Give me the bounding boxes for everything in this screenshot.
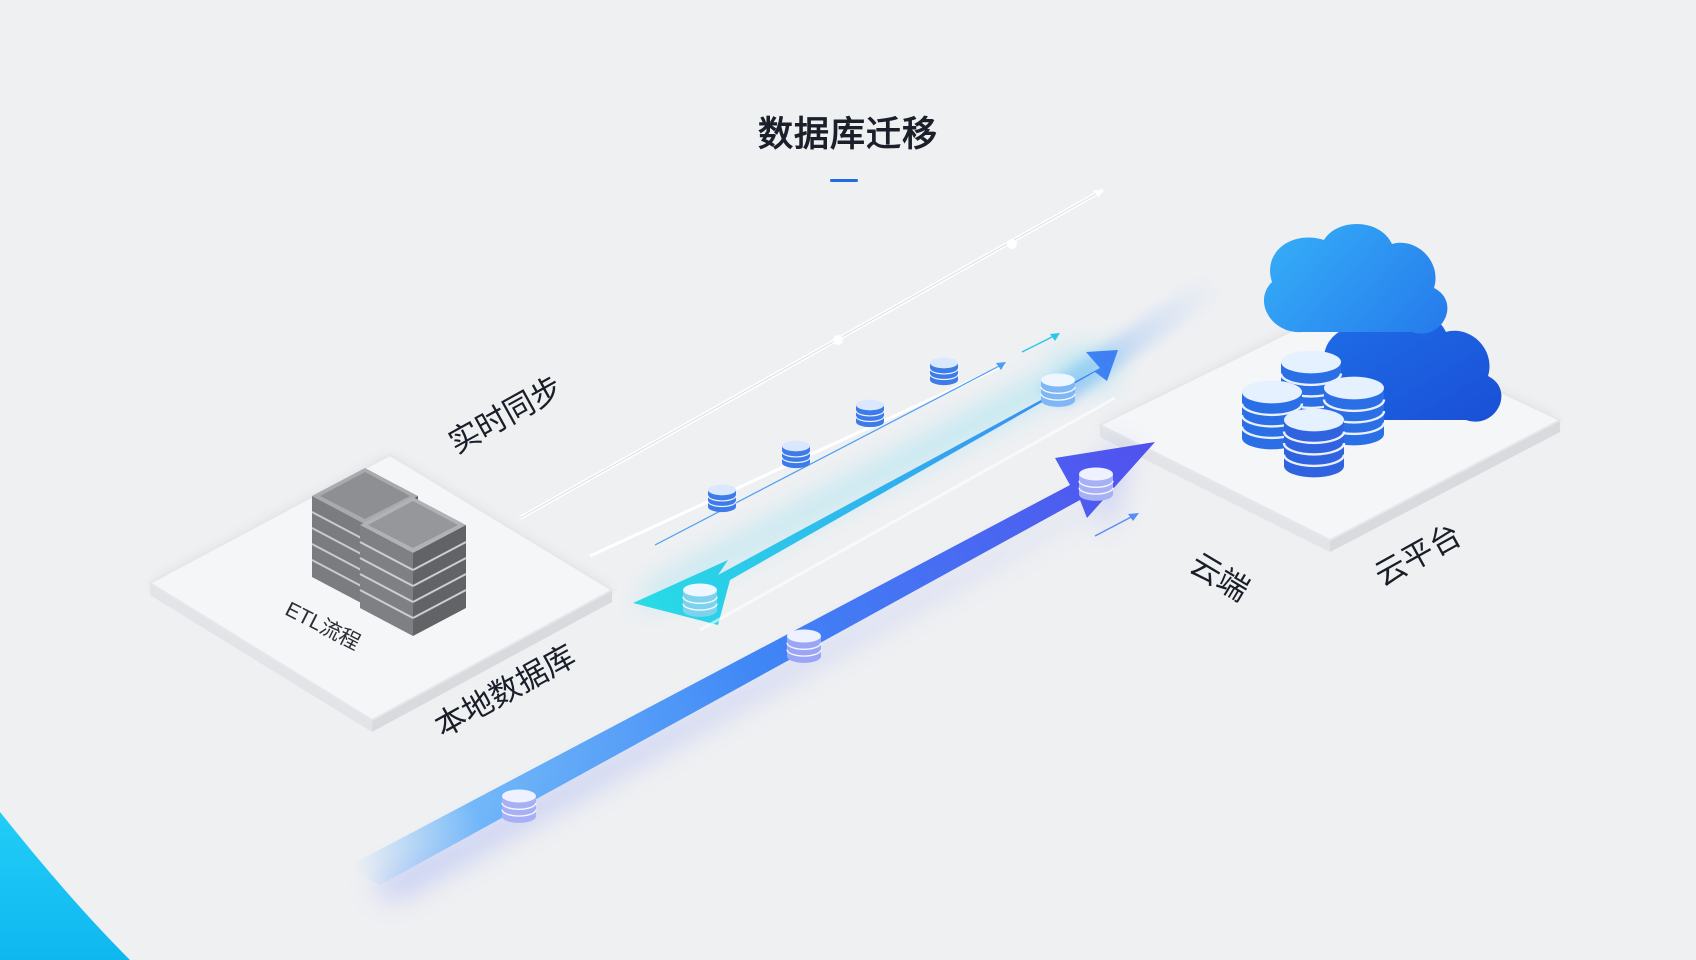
database-icon [929, 357, 959, 386]
database-icon [682, 583, 718, 617]
database-icon [1282, 408, 1346, 478]
title-underline [830, 179, 858, 182]
database-icon [781, 440, 811, 469]
data-tokens [501, 357, 1114, 823]
migration-arrow-to-cloud [345, 440, 1155, 900]
database-icon [786, 629, 822, 663]
database-icon [501, 789, 537, 823]
page-title: 数据库迁移 [757, 115, 938, 154]
database-icon [855, 399, 885, 428]
database-icon [1078, 467, 1114, 501]
sync-arrow-to-local [633, 350, 1120, 632]
database-icon [1322, 376, 1386, 446]
database-icon [707, 484, 737, 513]
database-icon [1040, 373, 1076, 407]
cloud-database-cluster [1240, 350, 1386, 478]
corner-decoration [0, 812, 130, 960]
server-rack-icon [311, 468, 467, 636]
